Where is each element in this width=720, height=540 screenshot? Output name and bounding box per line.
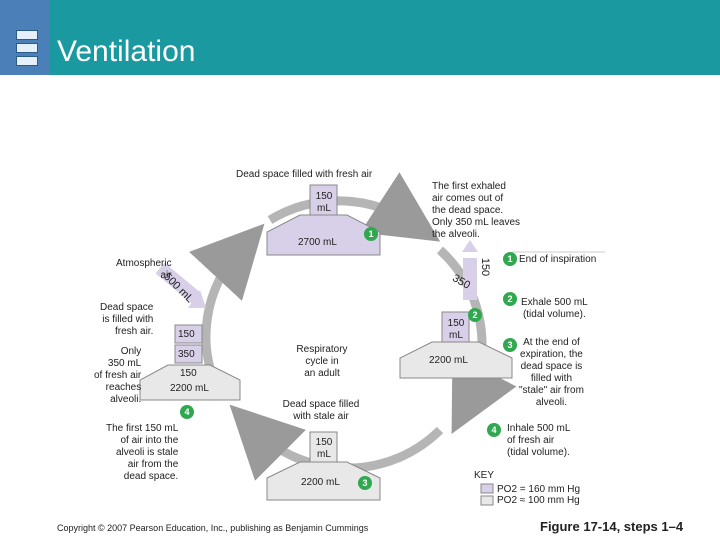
left-box-150b: 150 — [180, 368, 197, 379]
top-caption: Dead space filled with fresh air — [236, 169, 373, 180]
figure-caption: Figure 17-14, steps 1–4 — [540, 519, 684, 534]
right-dead-space-label: 150 mL — [447, 318, 465, 341]
key-swatch-low — [480, 495, 494, 506]
cycle-arrow — [436, 246, 517, 435]
dead-space-fresh-note: Dead space is filled with fresh air. — [100, 302, 154, 337]
bottom-dead-space-label: 150 mL — [315, 437, 333, 460]
left-box-150: 150 — [178, 329, 195, 340]
top-alveoli-shape — [266, 214, 381, 256]
step-list-text: End of inspiration — [519, 254, 597, 265]
bottom-dead-space-box — [309, 431, 338, 463]
key-po2-low: PO2 ≈ 100 mm Hg — [497, 495, 580, 506]
left-box-350: 350 — [178, 349, 195, 360]
header-icon-panel — [0, 0, 50, 75]
bottom-alveoli-label: 2200 mL — [301, 477, 340, 488]
inhale-arrow — [155, 262, 201, 304]
top-dead-space-box — [309, 184, 338, 216]
menu-bar-icon — [16, 56, 38, 66]
step-list-badge: 4 — [487, 423, 501, 437]
key-swatch-high — [480, 483, 494, 494]
top-dead-space-label: 150 mL — [315, 191, 333, 214]
cycle-label: Respiratory cycle in an adult — [296, 344, 348, 379]
top-alveoli-label: 2700 mL — [298, 237, 337, 248]
atmospheric-air-label: Atmospheric air — [116, 258, 172, 281]
right-dead-space-box — [441, 311, 470, 343]
bottom-alveoli-shape — [266, 461, 381, 501]
exhale-150-label: 150 — [479, 257, 492, 277]
left-alveoli-label: 2200 mL — [170, 383, 209, 394]
left-dead-space-box — [174, 324, 203, 344]
slide-header — [0, 0, 720, 75]
step-list-text: Exhale 500 mL (tidal volume). — [521, 297, 588, 320]
menu-bar-icon — [16, 43, 38, 53]
exhale-arrowhead — [462, 240, 478, 252]
first-150-note: The first 150 mL of air into the alveoli… — [106, 423, 179, 482]
key-title: KEY — [474, 470, 495, 481]
slide-title: Ventilation — [57, 35, 196, 68]
step-list-text: At the end of expiration, the dead space… — [519, 337, 584, 408]
step-list-badge: 2 — [503, 292, 517, 306]
step-badge: 3 — [358, 476, 372, 490]
inhale-arrowhead — [188, 290, 206, 308]
left-fresh-box — [174, 344, 203, 364]
step-list-badge: 1 — [503, 252, 517, 266]
step-badge: 4 — [180, 405, 194, 419]
bottom-caption: Dead space filled with stale air — [282, 399, 360, 422]
step-list-badge: 3 — [503, 338, 517, 352]
step-list-text: Inhale 500 mL of fresh air (tidal volume… — [507, 423, 571, 458]
copyright-text: Copyright © 2007 Pearson Education, Inc.… — [57, 523, 369, 533]
right-alveoli-shape — [399, 341, 513, 379]
only-350-note: Only 350 mL of fresh air reaches alveoli… — [94, 346, 142, 405]
right-alveoli-label: 2200 mL — [429, 355, 468, 366]
cycle-arrow — [267, 172, 441, 242]
step-badge: 1 — [364, 227, 378, 241]
key-po2-high: PO2 = 160 mm Hg — [497, 484, 581, 495]
menu-bar-icon — [16, 30, 38, 40]
step-badge: 2 — [468, 308, 482, 322]
left-alveoli-shape — [139, 364, 241, 401]
first-exhaled-note: The first exhaled air comes out of the d… — [432, 181, 521, 240]
